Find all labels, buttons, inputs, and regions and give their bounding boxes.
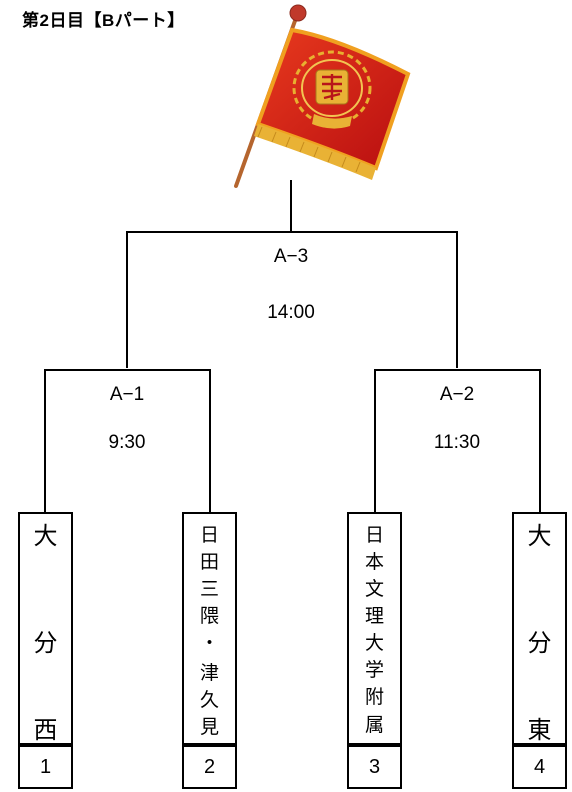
team-name-char: 分 (33, 629, 58, 657)
team-name-char: ・ (199, 632, 219, 654)
team-name-char: 文 (364, 578, 384, 600)
team-name-char: 隈 (199, 605, 219, 627)
semi2-match-id: A−2 (439, 384, 475, 405)
team-name-char: 附 (364, 686, 384, 708)
team-name-char: 三 (199, 578, 219, 600)
team-box-2: 日 田 三 隈 ・ 津 久 見 (182, 512, 237, 745)
team-name-char: 田 (199, 551, 219, 573)
team-name-4: 大 分 東 (514, 514, 565, 744)
final-match-id: A−3 (273, 246, 309, 267)
team-name-char: 理 (364, 605, 384, 627)
final-match-time: 14:00 (267, 302, 315, 323)
team-name-char: 津 (199, 662, 219, 684)
page-title: 第2日目【Bパート】 (22, 11, 185, 30)
team-name-char: 西 (33, 716, 58, 744)
team-name-2: 日 田 三 隈 ・ 津 久 見 (184, 514, 235, 743)
team-box-4: 大 分 東 (512, 512, 567, 745)
team-name-char: 大 (527, 522, 552, 550)
team-name-char: 属 (364, 714, 384, 736)
team-name-char: 見 (199, 716, 219, 738)
team-name-char: 大 (33, 522, 58, 550)
team-name-char: 東 (527, 716, 552, 744)
semi1-match-id: A−1 (109, 384, 145, 405)
seed-box-2: 2 (182, 745, 237, 789)
team-name-char: 大 (364, 632, 384, 654)
team-name-3: 日 本 文 理 大 学 附 属 (349, 514, 400, 743)
team-name-1: 大 分 西 (20, 514, 71, 744)
team-name-char: 学 (364, 659, 384, 681)
seed-box-3: 3 (347, 745, 402, 789)
team-name-char: 久 (199, 689, 219, 711)
team-name-char: 本 (364, 551, 384, 573)
team-name-char: 日 (364, 524, 384, 546)
victory-flag-icon (234, 4, 411, 188)
team-box-3: 日 本 文 理 大 学 附 属 (347, 512, 402, 745)
team-box-1: 大 分 西 (18, 512, 73, 745)
seed-box-4: 4 (512, 745, 567, 789)
team-name-char: 分 (527, 629, 552, 657)
semi2-match-time: 11:30 (433, 432, 481, 453)
semi1-match-time: 9:30 (108, 432, 146, 453)
team-name-char: 日 (199, 524, 219, 546)
seed-box-1: 1 (18, 745, 73, 789)
